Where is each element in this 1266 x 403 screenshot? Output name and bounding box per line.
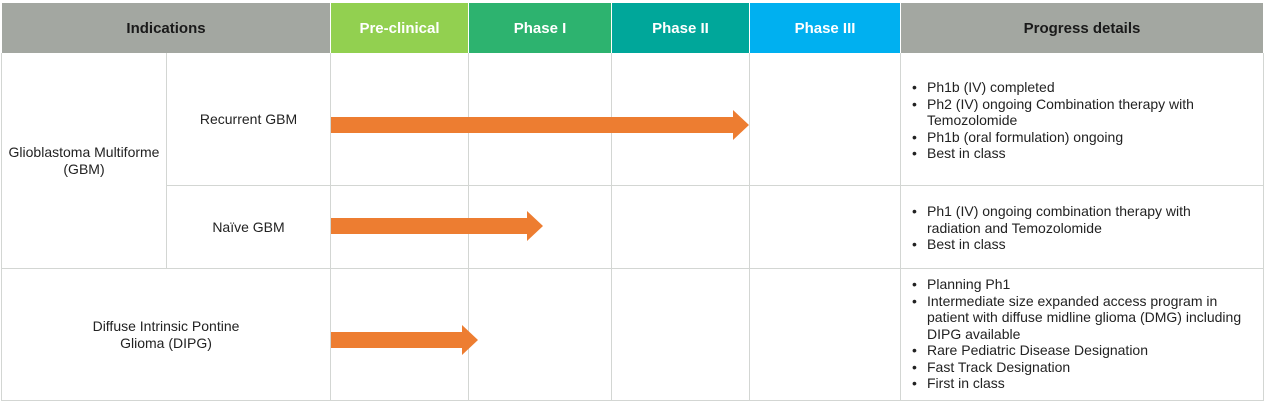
detail-item: Ph2 (IV) ongoing Combination therapy wit…	[908, 96, 1258, 129]
grid-line	[900, 53, 901, 401]
grid-line	[611, 53, 612, 401]
indication-dipg: Diffuse Intrinsic Pontine Glioma (DIPG)	[92, 317, 240, 351]
header-progress-details: Progress details	[901, 3, 1263, 53]
progress-details-dipg: Planning Ph1 Intermediate size expanded …	[908, 276, 1258, 392]
grid-line	[1263, 53, 1264, 401]
detail-item: Best in class	[908, 145, 1258, 162]
grid-line	[166, 53, 167, 268]
header-preclinical: Pre-clinical	[331, 3, 468, 53]
grid-line	[166, 185, 1264, 186]
progress-arrow-dipg	[331, 325, 478, 355]
detail-item: Rare Pediatric Disease Designation	[908, 342, 1258, 359]
header-phase-2: Phase II	[612, 3, 749, 53]
detail-item: Planning Ph1	[908, 276, 1258, 293]
header-indications: Indications	[2, 3, 330, 53]
progress-arrow-naive-gbm	[331, 211, 543, 241]
progress-details-recurrent-gbm: Ph1b (IV) completed Ph2 (IV) ongoing Com…	[908, 79, 1258, 162]
detail-item: Best in class	[908, 236, 1238, 253]
sub-indication-naive-gbm: Naïve GBM	[212, 218, 285, 235]
detail-item: Ph1b (IV) completed	[908, 79, 1258, 96]
progress-details-naive-gbm: Ph1 (IV) ongoing combination therapy wit…	[908, 203, 1238, 253]
detail-item: Ph1 (IV) ongoing combination therapy wit…	[908, 203, 1238, 236]
header-phase-1: Phase I	[469, 3, 611, 53]
grid-line	[330, 53, 331, 401]
detail-item: First in class	[908, 375, 1258, 392]
detail-item: Ph1b (oral formulation) ongoing	[908, 129, 1258, 146]
grid-line	[1, 268, 1264, 269]
header-phase-3: Phase III	[750, 3, 900, 53]
grid-line	[749, 53, 750, 401]
detail-item: Intermediate size expanded access progra…	[908, 293, 1258, 343]
detail-item: Fast Track Designation	[908, 359, 1258, 376]
grid-line	[1, 53, 2, 401]
progress-arrow-recurrent-gbm	[331, 110, 749, 140]
sub-indication-recurrent-gbm: Recurrent GBM	[199, 111, 298, 127]
indication-gbm: Glioblastoma Multiforme (GBM)	[8, 144, 160, 177]
grid-line	[1, 400, 1264, 401]
